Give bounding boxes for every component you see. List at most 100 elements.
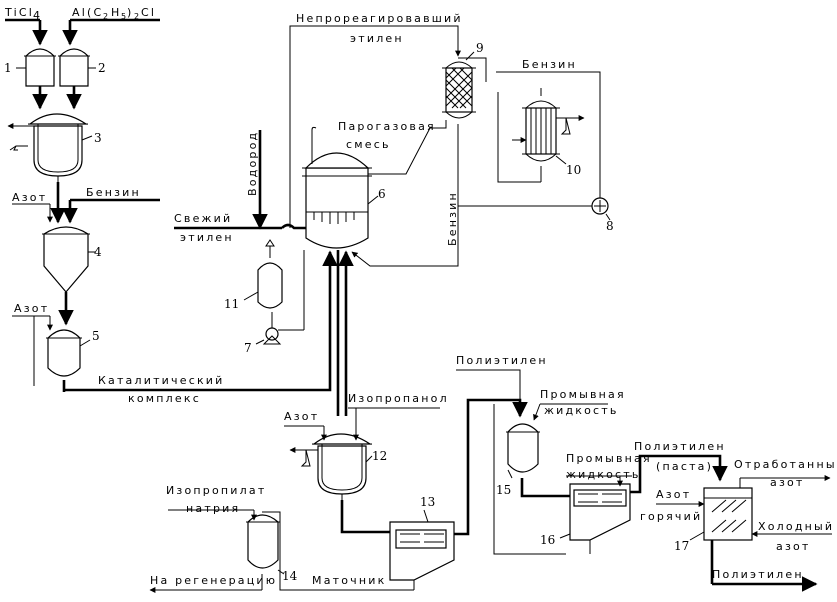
- num-9: 9: [476, 41, 484, 55]
- polyethylene-label-leader: [456, 369, 521, 400]
- vessel-15: [506, 423, 540, 473]
- label-fresh-1: Свежий: [174, 212, 232, 225]
- label-spent-2: азот: [770, 476, 805, 489]
- label-azot-3: Азот: [284, 410, 319, 423]
- svg-text:): ): [127, 6, 134, 19]
- svg-text:H: H: [111, 6, 121, 19]
- vessel-14: [246, 514, 280, 569]
- label-spent-1: Отработанный: [734, 458, 837, 471]
- label-azot-hot-2: горячий: [640, 510, 702, 523]
- vessel-1: [24, 48, 56, 87]
- label-benzin-top: Бензин: [522, 58, 577, 71]
- product-out-line: [710, 540, 818, 592]
- label-cold-2: азот: [776, 540, 811, 553]
- label-wash2-2: жидкость: [566, 468, 641, 481]
- vessel-6-reactor: [302, 126, 372, 249]
- label-paste-2: (паста): [656, 460, 713, 473]
- num-14: 14: [282, 569, 298, 583]
- azot-line-1: [12, 203, 53, 223]
- label-unreacted-2: этилен: [350, 32, 404, 45]
- condenser-loop: [497, 92, 541, 183]
- label-wash1-1: Промывная: [540, 388, 626, 401]
- vessel-5: [46, 329, 82, 377]
- vessel-9-filter: [442, 61, 476, 119]
- feed-ticl4-line: [5, 18, 48, 46]
- wash-line-1: [533, 403, 608, 421]
- feed-alcl-line: [62, 18, 160, 46]
- num-1: 1: [4, 61, 12, 75]
- label-catalyst-1: Каталитический: [98, 374, 225, 387]
- catalyst-line: [64, 250, 338, 392]
- label-regeneration: На регенерацию: [150, 574, 277, 587]
- azot-line-2: [12, 315, 53, 386]
- polyethylene-line-13-15: [454, 398, 528, 536]
- pump-7: [262, 327, 304, 345]
- vapor-gas-line: [368, 120, 447, 175]
- num-6: 6: [378, 187, 386, 201]
- label-cold-1: Холодный: [758, 520, 834, 533]
- pipe-15-16: [520, 478, 574, 498]
- label-benzin-vert: Бензин: [446, 191, 459, 246]
- svg-text:4: 4: [33, 9, 42, 22]
- benzin-top-line: [496, 71, 601, 198]
- label-gas-1: Парогазовая: [338, 120, 436, 133]
- label-hydrogen: Водород: [246, 131, 259, 196]
- svg-text:5: 5: [121, 12, 126, 21]
- num-3: 3: [94, 131, 102, 145]
- label-gas-2: смесь: [346, 138, 391, 151]
- vessel-3-side-outlets: [7, 123, 34, 151]
- label-fresh-2: этилен: [180, 231, 234, 244]
- label-azot-hot-1: Азот: [656, 488, 691, 501]
- vessel-17-dryer: [703, 487, 753, 541]
- num-7: 7: [244, 341, 252, 355]
- wash-line-2: [566, 475, 632, 487]
- benzin-line-left: [62, 198, 160, 224]
- fresh-ethylene-line: [174, 223, 306, 230]
- num-8: 8: [606, 219, 614, 233]
- label-paste-1: Полиэтилен: [634, 440, 726, 453]
- num-15: 15: [496, 483, 511, 497]
- svg-text:Cl: Cl: [141, 6, 156, 19]
- num-16: 16: [540, 533, 555, 547]
- num-12: 12: [372, 449, 387, 463]
- label-isopropylate-2: натрия: [186, 502, 240, 515]
- num-17: 17: [674, 539, 689, 553]
- isopropylate-line: [168, 509, 257, 521]
- pump-7-line: [271, 250, 305, 330]
- mother-liquor-line: [262, 511, 414, 591]
- label-azot-1: Азот: [12, 191, 47, 204]
- vessel-15-drain: [493, 404, 566, 555]
- equipment-numbers: 1 2 3 4 5 6 7 8 9 10 11 12 13 14 15 16 1…: [4, 41, 705, 583]
- num-13: 13: [420, 495, 435, 509]
- isopropanol-line: [348, 407, 440, 441]
- vessel-16: [569, 483, 631, 554]
- label-polyethylene-top: Полиэтилен: [456, 354, 548, 367]
- label-ticl4: TiCl 4: [4, 6, 42, 22]
- unreacted-ethylene-line: [289, 25, 461, 228]
- vessel-2: [58, 48, 90, 87]
- vessel-13-centrifuge: [389, 521, 455, 590]
- num-11: 11: [224, 297, 239, 311]
- svg-text:2: 2: [103, 12, 108, 21]
- benzin-return-line: [351, 124, 459, 267]
- label-catalyst-2: комплекс: [128, 392, 201, 405]
- label-benzin-left: Бензин: [86, 186, 141, 199]
- label-unreacted-1: Непрореагировавший: [296, 12, 463, 25]
- num-2: 2: [98, 61, 106, 75]
- spent-azot-line: [739, 475, 831, 488]
- svg-text:TiCl: TiCl: [4, 6, 34, 19]
- vessel-11: [257, 239, 283, 309]
- label-isopropanol: Изопропанол: [348, 392, 449, 405]
- svg-text:Al(C: Al(C: [72, 6, 103, 19]
- label-isopropylate-1: Изопропилат: [166, 484, 266, 497]
- vessel-3: [28, 113, 88, 182]
- label-azot-2: Азот: [14, 302, 49, 315]
- pump-8: [591, 197, 609, 215]
- label-mother: Маточник: [312, 574, 386, 587]
- vessel-10-condenser: [512, 88, 585, 182]
- azot-line-3: [284, 425, 327, 441]
- num-10: 10: [566, 163, 581, 177]
- pipe-12-13: [340, 500, 390, 534]
